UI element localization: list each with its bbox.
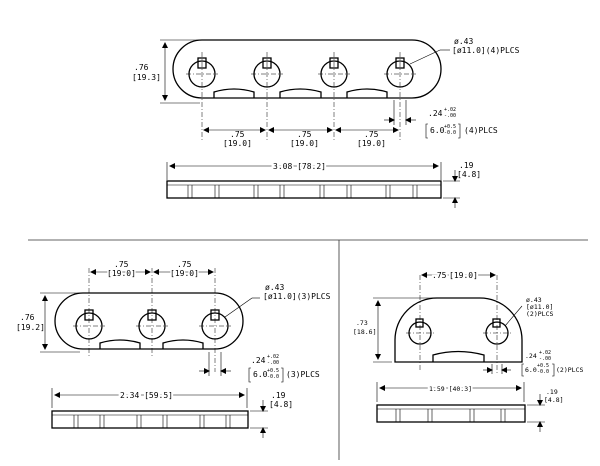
top-pitch1-in: .75 <box>230 130 245 139</box>
right-slot-in-tol-plus: +.02 <box>539 350 551 356</box>
top-side-view: 3.08 [78.2] .19 [4.8] <box>166 160 481 208</box>
top-slot-mm-tol-plus: +0.5 <box>444 124 456 130</box>
top-thick-mm: [4.8] <box>457 170 481 179</box>
right-side-view: 1.59 [40.3] .19 [4.8] <box>376 382 564 432</box>
right-part-outline <box>394 297 523 363</box>
left-thick-mm: [4.8] <box>269 400 293 409</box>
top-length: 3.08 [78.2] <box>273 162 326 171</box>
right-pitch-in: .75 <box>432 271 447 280</box>
top-centerlines <box>186 52 416 142</box>
left-pitch2-in: .75 <box>177 260 192 269</box>
right-slot-dimension: .24 +.02 -.00 6.0 +0.5 -0.0 (2)PLCS <box>483 350 583 377</box>
left-pitch1-mm: [19.0] <box>107 269 136 278</box>
right-slot-count: (2)PLCS <box>556 366 583 374</box>
top-slot-mm-tol-minus: -0.0 <box>444 130 456 136</box>
right-slot-in: .24 <box>525 352 537 360</box>
top-height-dimension: .76 [19.3] <box>132 39 200 104</box>
left-height-mm: [19.2] <box>16 323 45 332</box>
right-height-in: .73 <box>356 319 368 327</box>
left-height-dimension: .76 [19.2] <box>16 292 80 353</box>
top-height-in: .76 <box>134 63 149 72</box>
left-slot-mm: 6.0 <box>253 370 268 379</box>
left-length: 2.34 [59.5] <box>120 391 173 400</box>
top-hole-dia-in: ø.43 <box>454 37 473 46</box>
top-slot-in: .24 <box>428 109 443 118</box>
left-thick-in: .19 <box>271 391 286 400</box>
right-height-dimension: .73 [18.6] <box>353 297 436 363</box>
left-slot-in: .24 <box>251 356 266 365</box>
top-slot-in-tol-minus: -.00 <box>444 113 456 119</box>
top-slot-in-tol-plus: +.02 <box>444 107 456 113</box>
left-slot-in-tol-plus: +.02 <box>267 354 279 360</box>
left-slot-dimension: .24 +.02 -.00 6.0 +0.5 -0.0 (3)PLCS <box>199 352 320 383</box>
left-pitch2-mm: [19.0] <box>170 269 199 278</box>
left-pitch-dimensions: .75 [19.0] .75 [19.0] <box>90 260 214 280</box>
left-height-in: .76 <box>20 313 35 322</box>
top-thick-in: .19 <box>459 161 474 170</box>
left-side-view: 2.34 [59.5] .19 [4.8] <box>51 388 293 438</box>
top-hole-callout: ø.43 [ø11.0](4)PLCS <box>409 37 520 65</box>
top-pitch3-in: .75 <box>364 130 379 139</box>
left-slot-mm-tol-minus: -0.0 <box>267 374 279 380</box>
right-thick-mm: [4.8] <box>544 396 564 404</box>
top-slot-mm: 6.0 <box>430 126 445 135</box>
right-separator-view: .75 [19.0] .73 [18.6] ø.43 [ø11.0] (2)PL… <box>353 269 583 432</box>
top-pitch1-mm: [19.0] <box>223 139 252 148</box>
right-slot-mm-tol-minus: -0.0 <box>537 369 549 375</box>
top-pitch2-mm: [19.0] <box>290 139 319 148</box>
top-height-mm: [19.3] <box>132 73 161 82</box>
left-separator-view: .75 [19.0] .75 [19.0] .76 [19.2] ø.43 [ø… <box>16 260 331 438</box>
top-separator-view: .76 [19.3] ø.43 [ø11.0](4)PLCS .75 [19.0… <box>132 37 520 208</box>
left-slot-count: (3)PLCS <box>286 370 320 379</box>
left-pitch1-in: .75 <box>114 260 129 269</box>
right-pitch-dimension: .75 [19.0] <box>421 269 496 282</box>
top-pitch-dimensions: .75 [19.0] .75 [19.0] .75 [19.0] <box>203 127 399 148</box>
right-centerlines <box>406 275 511 375</box>
right-thick-in: .19 <box>546 388 558 396</box>
right-hole-dia-in: ø.43 <box>526 296 542 304</box>
top-pitch3-mm: [19.0] <box>357 139 386 148</box>
left-hole-dia-in: ø.43 <box>265 283 284 292</box>
right-hole-callout: ø.43 [ø11.0] (2)PLCS <box>504 296 553 327</box>
top-part-outline <box>172 39 442 99</box>
top-slot-dimension: .24 +.02 -.00 6.0 +0.5 -0.0 (4)PLCS <box>384 100 498 139</box>
right-hole-count: (2)PLCS <box>526 310 553 318</box>
right-slot-mm: 6.0 <box>525 366 537 374</box>
left-hole-callout: ø.43 [ø11.0](3)PLCS <box>224 283 331 318</box>
right-slot-in-tol-minus: -.00 <box>539 356 551 362</box>
left-slot-in-tol-minus: -.00 <box>267 360 279 366</box>
top-slot-count: (4)PLCS <box>464 126 498 135</box>
right-slot-mm-tol-plus: +0.5 <box>537 363 549 369</box>
right-hole-dia-mm: [ø11.0] <box>526 303 553 311</box>
right-height-mm: [18.6] <box>353 328 376 336</box>
left-slot-mm-tol-plus: +0.5 <box>267 368 279 374</box>
left-hole-dia-mm: [ø11.0](3)PLCS <box>263 292 331 301</box>
top-hole-dia-mm: [ø11.0](4)PLCS <box>452 46 520 55</box>
top-pitch2-in: .75 <box>297 130 312 139</box>
right-length: 1.59 [40.3] <box>429 385 472 393</box>
right-pitch-mm: [19.0] <box>449 271 478 280</box>
left-centerlines <box>73 268 231 372</box>
